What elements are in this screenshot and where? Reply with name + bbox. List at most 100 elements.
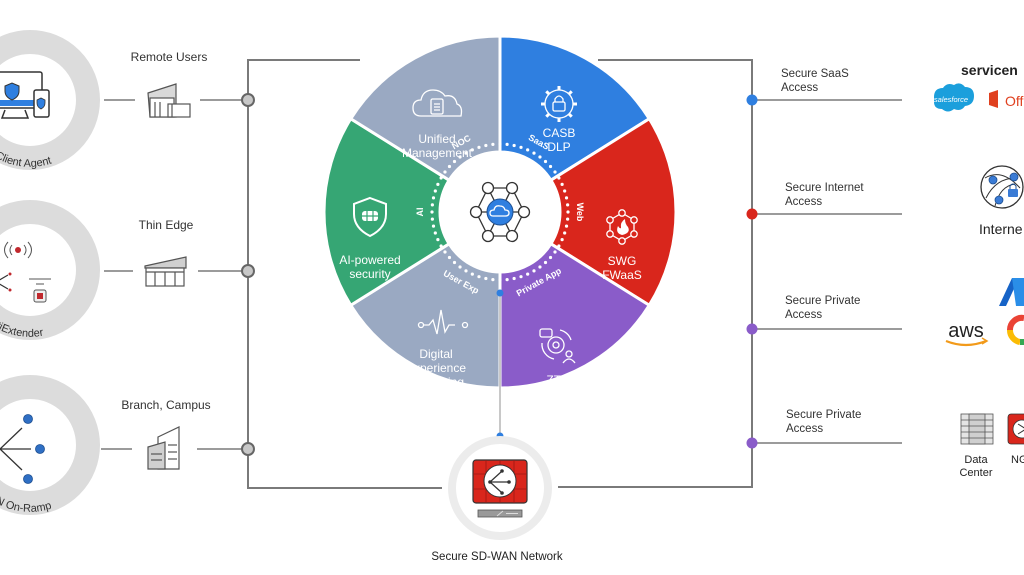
access-dot-private: [746, 323, 758, 335]
segment-title: Unified: [418, 132, 455, 146]
ring-dot: [564, 196, 569, 200]
cloud-clipboard-icon: [412, 89, 463, 117]
source-ring: [0, 200, 100, 340]
office-logo: Off: [989, 90, 1024, 109]
cloud-network-icon: [469, 181, 531, 243]
junction-node: [241, 442, 255, 456]
left-source-sdwan-onramp: SD-WAN On-Ramp: [0, 375, 100, 515]
house-icon: [147, 83, 191, 118]
ring-dot: [519, 145, 523, 149]
access-dot-private-dc: [746, 437, 758, 449]
storefront-icon: [144, 256, 187, 287]
ring-dot: [443, 170, 447, 174]
ring-tag-web: Web: [575, 203, 585, 222]
ring-dot: [566, 217, 570, 221]
svg-text:Access: Access: [786, 423, 823, 435]
source-ring: [0, 375, 100, 515]
source-ring: [0, 30, 100, 170]
left-source-forticlient: FortiClient Agent: [0, 30, 100, 170]
fan-out-arrows-icon: [0, 414, 45, 484]
ring-dot: [532, 269, 536, 273]
ring-dot: [553, 170, 557, 174]
segment-title: Management: [402, 146, 473, 160]
ring-dot: [532, 151, 536, 155]
shield-icon: [353, 196, 387, 238]
pulse-icon: [417, 309, 469, 335]
ring-dot: [538, 265, 542, 269]
ring-dot: [543, 260, 548, 265]
segment-title: security: [349, 267, 390, 281]
segment-title: DLP: [547, 140, 570, 154]
svg-text:Access: Access: [785, 196, 822, 208]
ngfw-icon: [1007, 413, 1024, 445]
ring-dot: [447, 255, 452, 260]
segment-title: CASB: [543, 126, 576, 140]
gear-lock-icon: [541, 86, 577, 122]
left-junctions: [241, 93, 255, 456]
ring-dot: [560, 238, 564, 242]
ring-dot: [548, 164, 553, 169]
ring-dot: [526, 148, 530, 152]
segment-title: AI-powered: [339, 253, 400, 267]
ring-dot: [564, 224, 569, 228]
ring-dot: [498, 142, 502, 146]
ring-dot: [430, 217, 434, 221]
internet-label: Interne: [979, 221, 1023, 237]
svg-text:Access: Access: [781, 82, 818, 94]
ring-dot: [484, 276, 488, 281]
split-arrows-icon: [0, 272, 12, 292]
desktop-mobile-icon: [0, 71, 50, 119]
network-flame-icon: [606, 209, 638, 245]
ring-dot: [447, 164, 452, 169]
ring-dot: [505, 278, 509, 282]
svg-text:Off: Off: [1005, 93, 1024, 109]
ring-dot: [458, 155, 462, 159]
segment-title: Digital: [419, 347, 452, 361]
ring-dot: [560, 182, 564, 186]
internet-globe-icon: [980, 165, 1024, 209]
svg-text:Secure SaaS: Secure SaaS: [781, 68, 849, 80]
segment-title: FWaaS: [602, 268, 642, 282]
ring-dot: [491, 278, 495, 282]
svg-text:Access: Access: [785, 309, 822, 321]
wireless-signal-icon: [4, 241, 32, 259]
ring-dot: [431, 224, 436, 228]
data-center-icon: [960, 413, 994, 445]
segment-title: SWG: [608, 254, 637, 268]
ring-dot: [433, 189, 437, 193]
ring-dot: [430, 210, 434, 214]
ring-dot: [563, 231, 567, 235]
access-label-private-dc: Secure Private Access: [786, 409, 861, 435]
ring-dot: [452, 260, 457, 265]
ring-dot: [433, 231, 437, 235]
access-label-internet: Secure Internet Access: [785, 182, 864, 208]
ring-dot: [443, 250, 447, 254]
ring-dot: [436, 238, 440, 242]
ngfw-label: NG: [1011, 454, 1024, 466]
svg-text:salesforce: salesforce: [934, 95, 968, 104]
ring-dot: [512, 143, 516, 148]
segment-title: Monitoring: [408, 375, 464, 389]
ring-dot: [557, 244, 561, 248]
ring-dot: [505, 142, 509, 146]
ring-dot: [439, 176, 443, 180]
ring-dot: [498, 278, 502, 282]
access-label-saas: Secure SaaS Access: [781, 68, 849, 94]
ring-dot: [436, 182, 440, 186]
ring-dot: [452, 159, 457, 164]
google-cloud-logo: [1006, 314, 1024, 345]
ring-dot: [557, 176, 561, 180]
salesforce-logo: salesforce: [934, 83, 974, 112]
aws-logo: aws: [945, 320, 989, 347]
ring-dot: [464, 151, 468, 155]
ring-dot: [484, 143, 488, 148]
left-connectors: [101, 99, 243, 450]
ring-dot: [470, 272, 474, 276]
ring-dot: [477, 145, 481, 149]
sdwan-label: Secure SD-WAN Network: [431, 551, 562, 563]
junction-node: [241, 264, 255, 278]
access-label-private: Secure Private Access: [785, 295, 860, 321]
office-building-icon: [147, 426, 180, 470]
